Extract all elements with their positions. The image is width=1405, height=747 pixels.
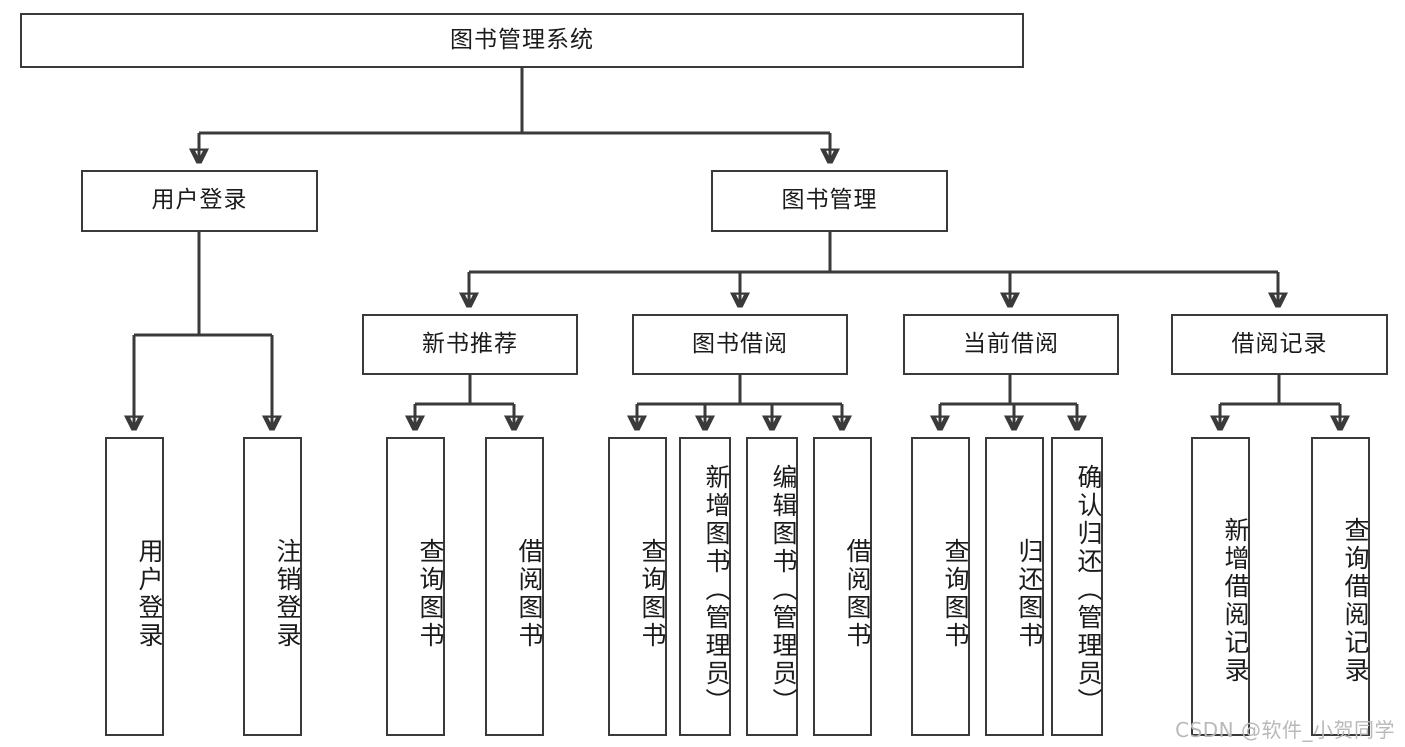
node-leaf-confirm-return[interactable]: 确认归还（管理员） (1051, 437, 1103, 736)
node-root-system[interactable]: 图书管理系统 (20, 13, 1024, 68)
node-leaf-query-book-2[interactable]: 查询图书 (608, 437, 667, 736)
node-leaf-edit-book[interactable]: 编辑图书（管理员） (746, 437, 798, 736)
node-label: 当前借阅 (963, 330, 1059, 357)
node-leaf-logout[interactable]: 注销登录 (243, 437, 302, 736)
node-label: 新书推荐 (422, 330, 518, 357)
node-book-manage[interactable]: 图书管理 (711, 170, 948, 232)
node-label: 注销登录 (273, 537, 302, 650)
node-leaf-query-book-1[interactable]: 查询图书 (386, 437, 445, 736)
node-label: 图书管理 (781, 187, 878, 214)
node-leaf-add-book[interactable]: 新增图书（管理员） (679, 437, 731, 736)
node-label: 查询图书 (638, 537, 667, 650)
node-label: 用户登录 (151, 187, 248, 214)
node-label: 借阅图书 (515, 537, 544, 650)
node-label: 归还图书 (1015, 537, 1044, 650)
node-leaf-return-book[interactable]: 归还图书 (985, 437, 1044, 736)
node-leaf-query-record[interactable]: 查询借阅记录 (1311, 437, 1370, 736)
node-leaf-user-login[interactable]: 用户登录 (105, 437, 164, 736)
node-leaf-borrow-book-1[interactable]: 借阅图书 (485, 437, 544, 736)
node-label: 用户登录 (135, 537, 164, 650)
node-label: 借阅图书 (843, 537, 872, 650)
node-leaf-borrow-book-2[interactable]: 借阅图书 (813, 437, 872, 736)
node-label: 图书借阅 (692, 330, 788, 357)
node-label: 新增图书（管理员） (702, 463, 731, 716)
node-label: 借阅记录 (1231, 330, 1328, 357)
node-user-login[interactable]: 用户登录 (81, 170, 318, 232)
node-current-borrow[interactable]: 当前借阅 (903, 314, 1119, 375)
node-label: 查询图书 (416, 537, 445, 650)
node-label: 查询借阅记录 (1341, 516, 1370, 685)
node-borrow-record[interactable]: 借阅记录 (1171, 314, 1388, 375)
node-book-borrow[interactable]: 图书借阅 (632, 314, 848, 375)
node-new-book-rec[interactable]: 新书推荐 (362, 314, 578, 375)
node-label: 新增借阅记录 (1221, 516, 1250, 685)
node-leaf-query-book-3[interactable]: 查询图书 (911, 437, 970, 736)
node-label: 图书管理系统 (450, 26, 594, 53)
node-leaf-add-record[interactable]: 新增借阅记录 (1191, 437, 1250, 736)
node-label: 编辑图书（管理员） (769, 463, 798, 716)
watermark-text: CSDN @软件_小贺同学 (1175, 718, 1395, 742)
node-label: 查询图书 (941, 537, 970, 650)
node-label: 确认归还（管理员） (1074, 463, 1103, 716)
